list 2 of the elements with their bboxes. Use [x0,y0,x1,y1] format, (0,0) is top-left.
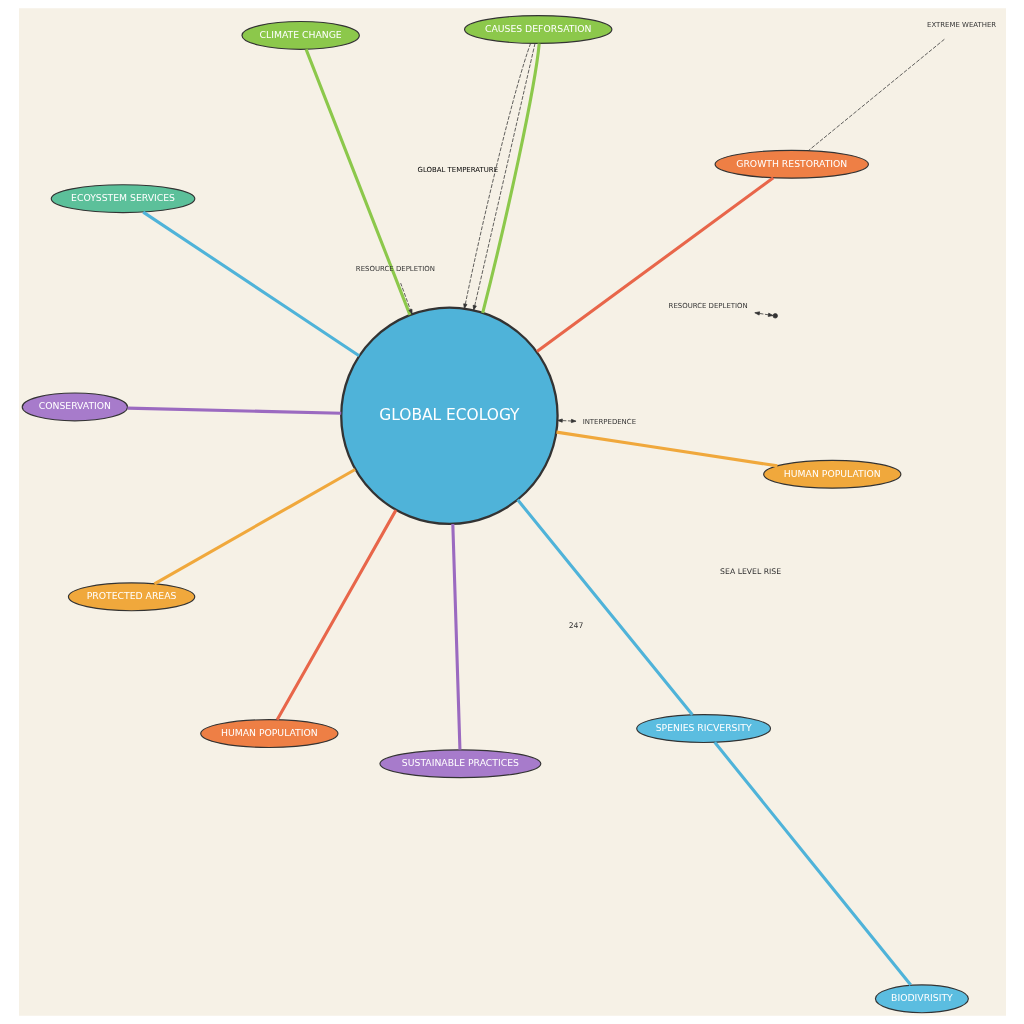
label: 247 [568,620,583,630]
label: SEA LEVEL RISE [719,567,781,577]
